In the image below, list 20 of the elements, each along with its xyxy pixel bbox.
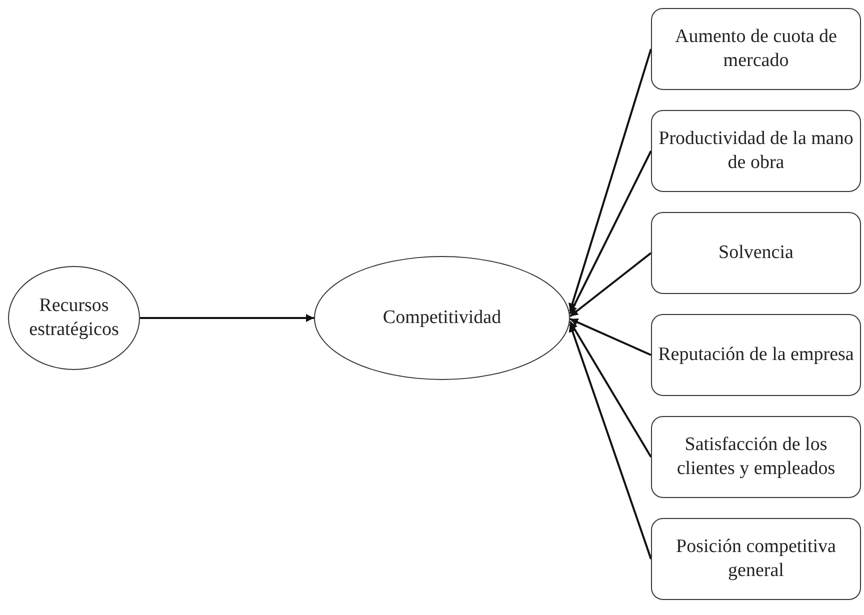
- node-label: Recursos estratégicos: [28, 294, 120, 342]
- node-label: Competitividad: [382, 306, 502, 330]
- arrow: [568, 324, 652, 560]
- node-label: Productividad de la mano de obra: [658, 127, 854, 175]
- rounded-box: [651, 518, 861, 600]
- rounded-box: [651, 314, 861, 396]
- rounded-box: [651, 212, 861, 294]
- node-label: Satisfacción de los clientes y empleados: [676, 433, 836, 481]
- arrow: [569, 252, 652, 318]
- rounded-box: [651, 416, 861, 498]
- rounded-box: [651, 8, 861, 90]
- arrow: [569, 320, 652, 458]
- node-label: Aumento de cuota de mercado: [674, 25, 838, 73]
- node-label: Reputación de la empresa: [658, 343, 854, 367]
- arrow: [570, 318, 652, 356]
- arrow: [569, 150, 652, 314]
- arrow: [140, 314, 314, 322]
- node-label: Solvencia: [718, 241, 794, 265]
- rounded-box: [651, 110, 861, 192]
- node-label: Posición competitiva general: [675, 535, 837, 583]
